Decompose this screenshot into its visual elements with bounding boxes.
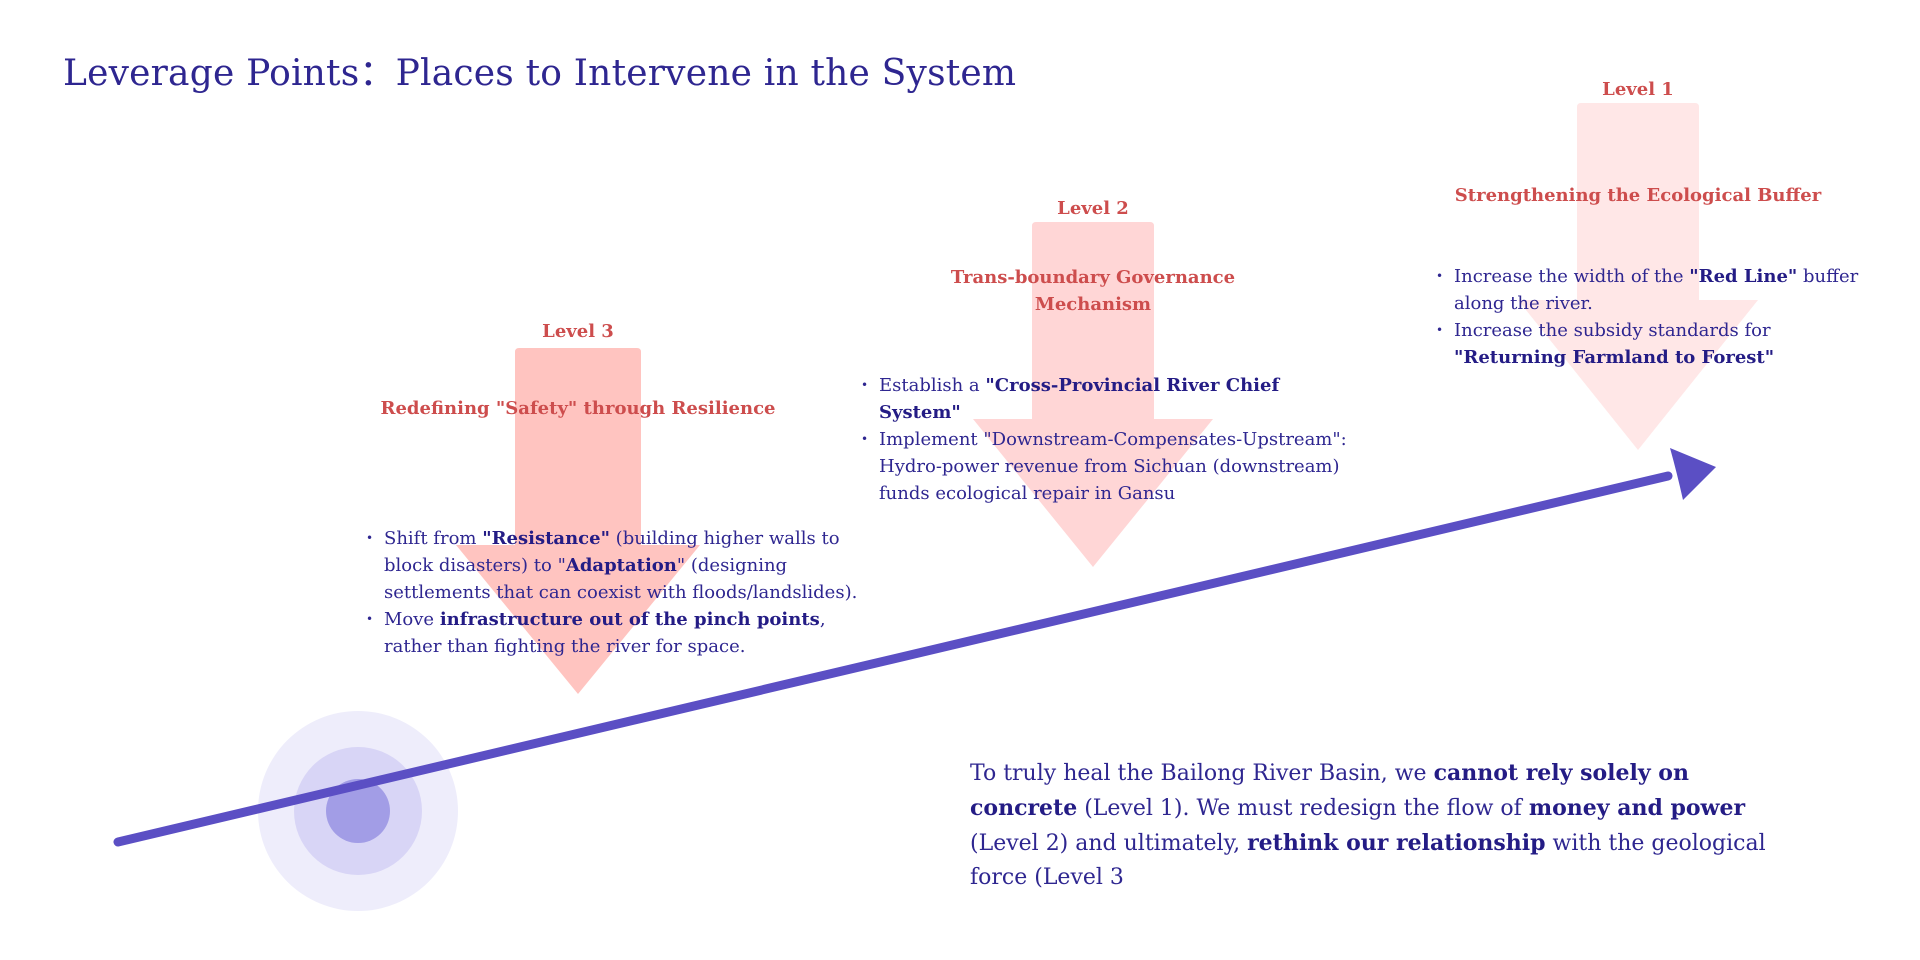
bullet-item: Increase the width of the "Red Line" buf… [1436,263,1876,317]
bullet-text: , rather than fighting the river for spa… [384,609,826,657]
summary-text: To truly heal the Bailong River Basin, w… [970,761,1434,786]
summary-text: (Level 1). We must redesign the flow of [1077,796,1529,821]
bullet-text: Establish a [879,375,986,396]
bullet-emphasis: "Resistance" [482,528,610,549]
summary-emphasis: cannot rely solely on concrete [970,760,1689,821]
level-3-heading: Redefining "Safety" through Resilience [380,398,776,419]
level-2-bullets: Establish a "Cross-Provincial River Chie… [861,372,1361,507]
target-inner-dot [326,779,390,843]
bullet-text: buffer along the river. [1454,266,1859,314]
bullet-text: Implement "Downstream-Compensates-Upstre… [879,429,1347,504]
bullet-text: Increase the width of the [1454,266,1690,287]
summary-text: (Level 2) and ultimately, [970,831,1248,856]
bullet-emphasis: "Cross-Provincial River Chief System" [879,375,1280,423]
bullet-text: Shift from [384,528,483,549]
page-title: Leverage Points：Places to Intervene in t… [63,53,1017,94]
level-1-label: Level 1 [1602,79,1674,100]
leverage-arrow-shaft [113,471,1673,847]
bullet-text: " (designing settlements that can coexis… [384,555,858,603]
bullet-emphasis: Adaptation [565,555,677,576]
bullet-emphasis: infrastructure out of the pinch points [439,609,820,630]
bullet-item: Increase the subsidy standards for "Retu… [1436,317,1876,371]
bullet-emphasis: "Returning Farmland to Forest" [1454,347,1775,368]
level-1-bullets: Increase the width of the "Red Line" buf… [1436,263,1876,371]
bullet-text: Increase the subsidy standards for [1454,320,1771,341]
summary-emphasis: money and power [1528,795,1746,821]
summary-text: To truly heal the Bailong River Basin, w… [970,756,1790,895]
level-1-heading: Strengthening the Ecological Buffer [1454,185,1822,206]
level-2-heading: Trans-boundary Governance Mechanism [950,267,1236,315]
bullet-item: Shift from "Resistance" (building higher… [366,525,886,606]
bullet-text: (building higher walls to block disaster… [384,528,840,576]
level-3-bullets: Shift from "Resistance" (building higher… [366,525,886,660]
bullet-item: Move infrastructure out of the pinch poi… [366,606,886,660]
bullet-item: Establish a "Cross-Provincial River Chie… [861,372,1361,426]
level-2-label: Level 2 [1057,198,1129,219]
summary-emphasis: rethink our relationship [1247,830,1546,856]
bullet-item: Implement "Downstream-Compensates-Upstre… [861,426,1361,507]
bullet-text: Move [384,609,440,630]
leverage-arrow-head [1670,448,1716,500]
summary-text: with the geological force (Level 3 [970,831,1766,890]
bullet-emphasis: "Red Line" [1689,266,1798,287]
level-3-label: Level 3 [542,321,614,342]
